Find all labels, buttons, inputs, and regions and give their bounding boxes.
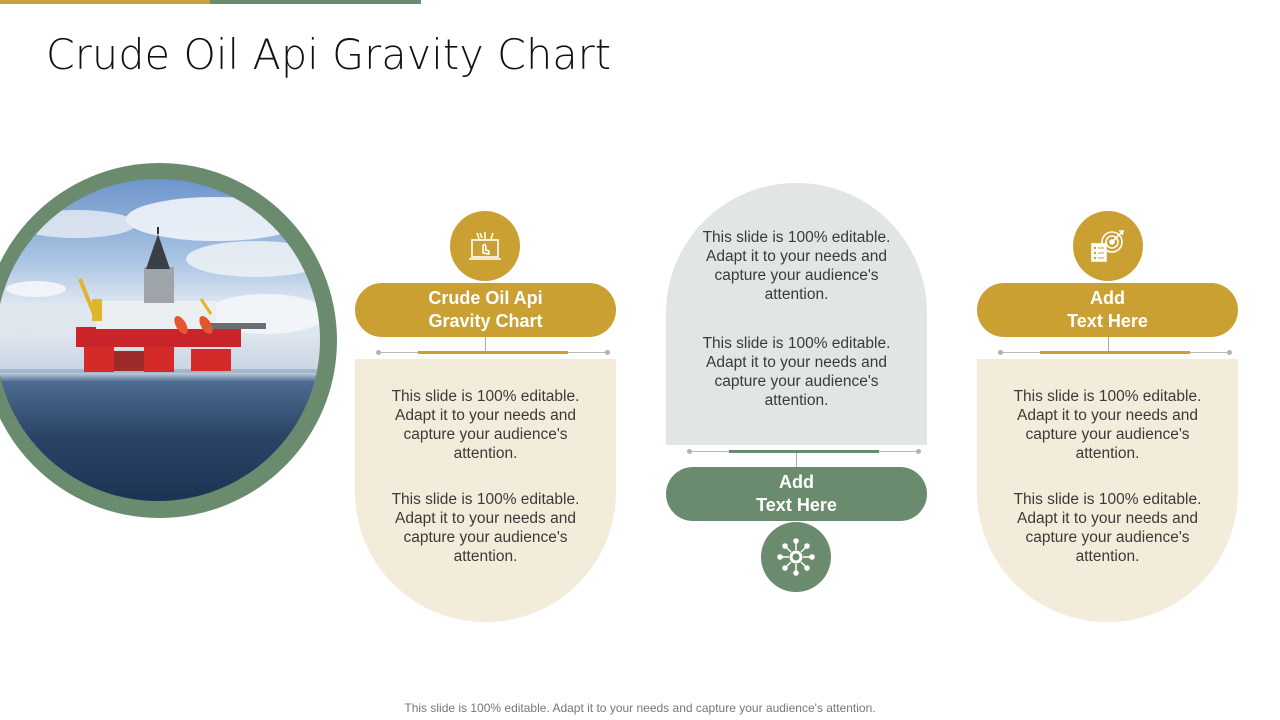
- network-gear-icon: [761, 522, 831, 592]
- column-3-heading: Add Text Here: [1067, 288, 1148, 331]
- accent-bar-green: [210, 0, 421, 4]
- column-2-heading-pill: Add Text Here: [666, 467, 927, 521]
- oil-rig-photo: [0, 179, 320, 501]
- column-1-panel: This slide is 100% editable. Adapt it to…: [355, 359, 616, 622]
- slide-title: Crude Oil Api Gravity Chart: [46, 30, 612, 79]
- column-2-panel: This slide is 100% editable. Adapt it to…: [666, 183, 927, 445]
- footer-note: This slide is 100% editable. Adapt it to…: [404, 701, 876, 715]
- column-1-connector: [376, 347, 610, 359]
- column-1-heading: Crude Oil Api Gravity Chart: [428, 288, 543, 331]
- column-2-stem: [796, 453, 797, 469]
- column-3-heading-pill: Add Text Here: [977, 283, 1238, 337]
- column-1-paragraph-1: This slide is 100% editable. Adapt it to…: [391, 388, 580, 462]
- column-3-panel: This slide is 100% editable. Adapt it to…: [977, 359, 1238, 622]
- column-1-paragraph-2: This slide is 100% editable. Adapt it to…: [391, 491, 580, 565]
- column-3-connector: [998, 347, 1232, 359]
- column-2-connector: [687, 446, 921, 458]
- laptop-click-icon: [450, 211, 520, 281]
- column-2-paragraph-1: This slide is 100% editable. Adapt it to…: [702, 229, 891, 303]
- target-checklist-icon: [1073, 211, 1143, 281]
- column-2-heading: Add Text Here: [756, 472, 837, 515]
- accent-bar-gold: [0, 0, 210, 4]
- column-3-paragraph-1: This slide is 100% editable. Adapt it to…: [1013, 388, 1202, 462]
- column-2-paragraph-2: This slide is 100% editable. Adapt it to…: [702, 335, 891, 409]
- column-3-paragraph-2: This slide is 100% editable. Adapt it to…: [1013, 491, 1202, 565]
- column-3-stem: [1108, 337, 1109, 353]
- column-1-heading-pill: Crude Oil Api Gravity Chart: [355, 283, 616, 337]
- column-1-stem: [485, 337, 486, 353]
